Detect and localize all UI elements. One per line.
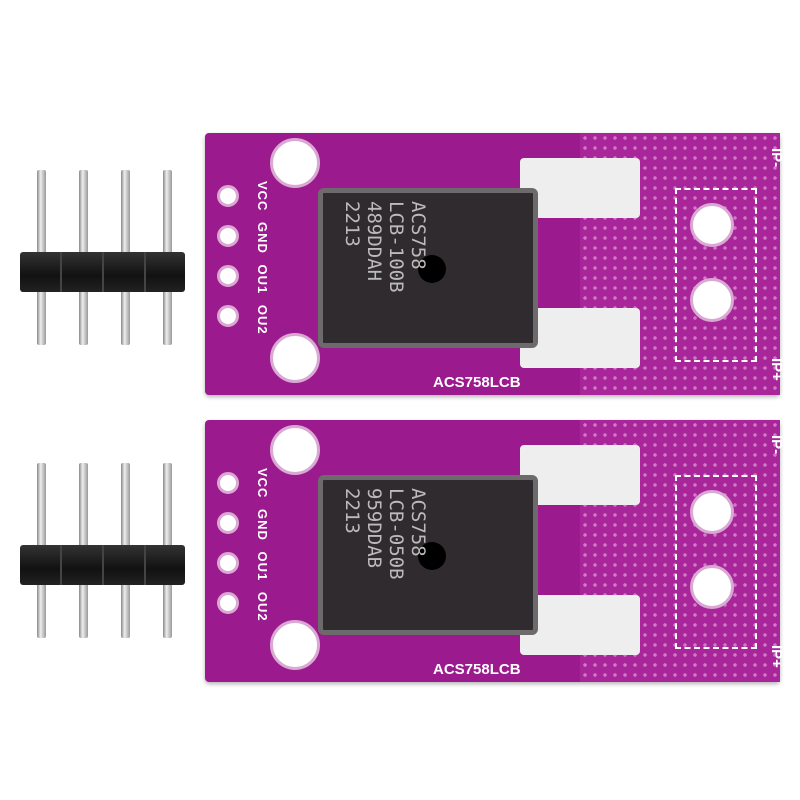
pin-hole <box>217 185 239 207</box>
terminal-box <box>675 475 757 649</box>
chip-dot <box>418 255 446 283</box>
terminal-hole <box>690 565 734 609</box>
pin-hole <box>217 592 239 614</box>
header-housing <box>20 252 185 292</box>
current-lead <box>520 158 640 218</box>
terminal-hole <box>690 490 734 534</box>
mounting-hole <box>270 425 320 475</box>
board-name: ACS758LCB <box>433 374 521 391</box>
chip-line: 2213 <box>341 488 363 534</box>
chip-line: ACS758 <box>407 201 429 270</box>
chip-line: 2213 <box>341 201 363 247</box>
mounting-hole <box>270 138 320 188</box>
ip-plus-label: IP+ <box>768 358 785 381</box>
mounting-hole <box>270 620 320 670</box>
pin-labels: VCC GND OU1 OU2 <box>255 181 270 335</box>
pin-hole <box>217 472 239 494</box>
current-lead <box>520 595 640 655</box>
chip-line: ACS758 <box>407 488 429 557</box>
ip-plus-label: IP+ <box>768 645 785 668</box>
chip-line: LCB-050B <box>385 488 407 580</box>
chip-line: LCB-100B <box>385 201 407 293</box>
board-name: ACS758LCB <box>433 661 521 678</box>
current-lead <box>520 445 640 505</box>
chip-dot <box>418 542 446 570</box>
header-housing <box>20 545 185 585</box>
mounting-hole <box>270 333 320 383</box>
chip-line: 489DDAH <box>363 201 385 282</box>
pin-hole <box>217 265 239 287</box>
pin-hole <box>217 225 239 247</box>
terminal-hole <box>690 278 734 322</box>
terminal-box <box>675 188 757 362</box>
pin-header <box>20 170 185 350</box>
pin-hole <box>217 305 239 327</box>
ip-minus-label: IP- <box>768 435 785 455</box>
pin-hole <box>217 512 239 534</box>
pin-header <box>20 463 185 643</box>
terminal-hole <box>690 203 734 247</box>
chip-line: 959DDAB <box>363 488 385 569</box>
pin-labels: VCC GND OU1 OU2 <box>255 468 270 622</box>
pin-hole <box>217 552 239 574</box>
ip-minus-label: IP- <box>768 148 785 168</box>
current-lead <box>520 308 640 368</box>
